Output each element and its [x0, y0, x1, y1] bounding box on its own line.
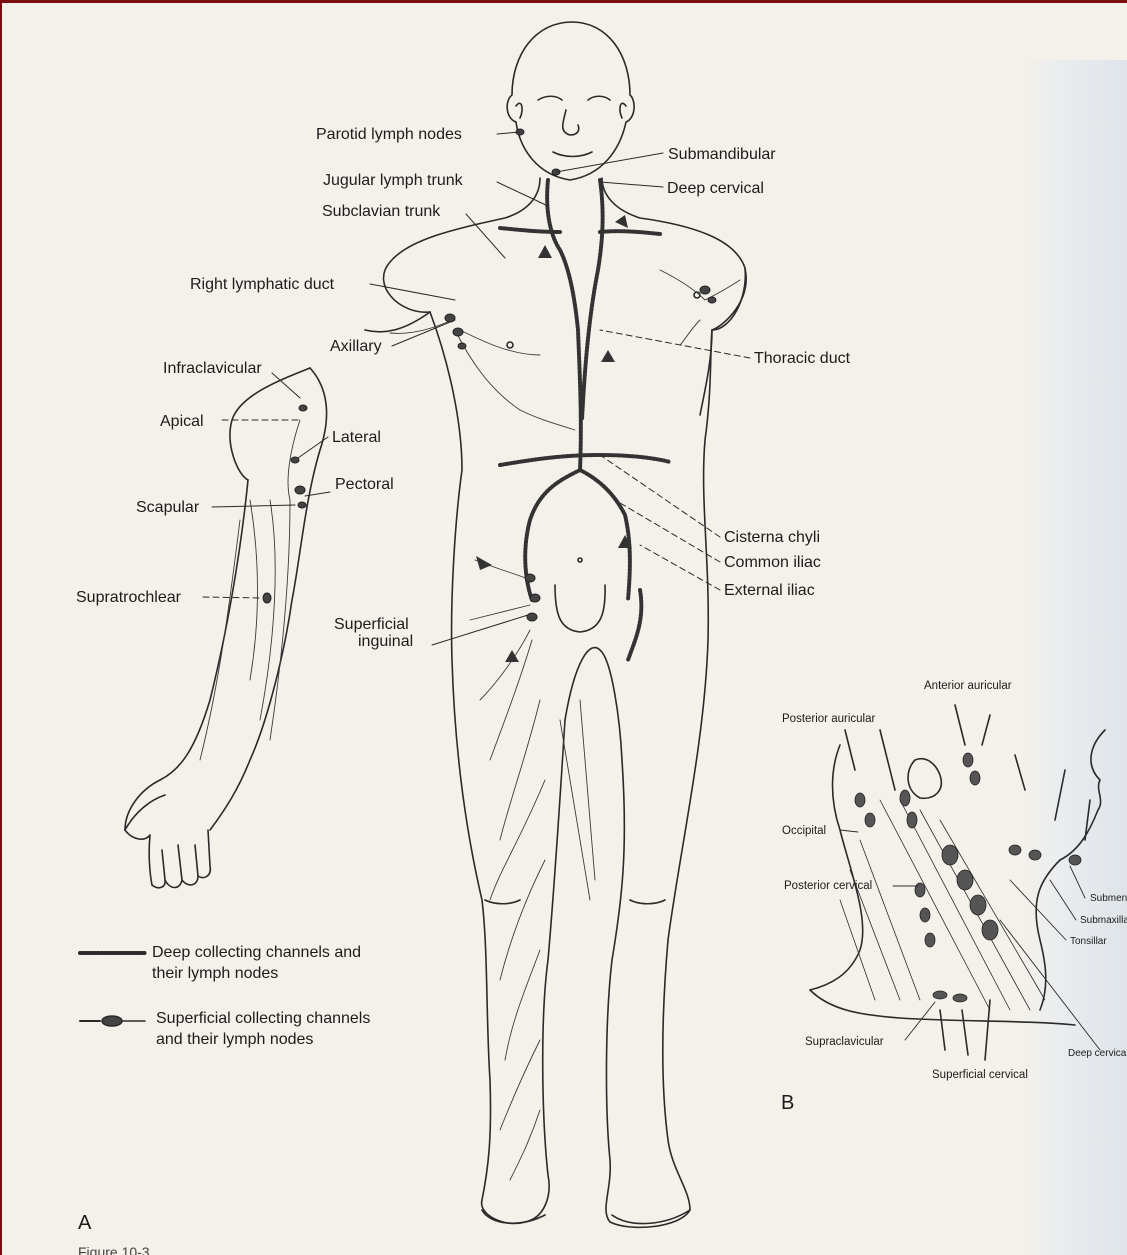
label-tonsillar: Tonsillar: [1070, 936, 1107, 948]
label-anterior-auricular: Anterior auricular: [924, 680, 1012, 693]
label-supratrochlear: Supratrochlear: [76, 588, 181, 607]
label-submental: Submental: [1090, 893, 1127, 905]
deep-channels: [500, 180, 670, 660]
label-infraclavicular: Infraclavicular: [163, 359, 262, 378]
legend-symbols: [80, 953, 145, 1026]
label-cisterna-chyli: Cisterna chyli: [724, 528, 820, 547]
legend-superficial-line1: Superficial collecting channels: [156, 1008, 370, 1029]
panel-letter-a: A: [78, 1212, 91, 1234]
label-superficial-inguinal-2: inguinal: [358, 632, 413, 651]
label-deep-cervical-a: Deep cervical: [667, 179, 764, 198]
label-submandibular: Submandibular: [668, 145, 776, 164]
legend-superficial-line2: and their lymph nodes: [156, 1029, 313, 1050]
label-external-iliac: External iliac: [724, 581, 815, 600]
label-supraclavicular: Supraclavicular: [805, 1036, 884, 1049]
label-submaxillary: Submaxillary: [1080, 915, 1127, 927]
legend-deep-line1: Deep collecting channels and: [152, 942, 361, 963]
flow-arrows: [476, 215, 632, 662]
label-subclavian-trunk: Subclavian trunk: [322, 202, 440, 221]
panel-letter-b: B: [781, 1092, 794, 1114]
label-common-iliac: Common iliac: [724, 553, 821, 572]
label-superficial-cervical: Superficial cervical: [932, 1069, 1028, 1082]
label-posterior-auricular: Posterior auricular: [782, 713, 875, 726]
label-lateral: Lateral: [332, 428, 381, 447]
label-occipital: Occipital: [782, 825, 826, 838]
label-scapular: Scapular: [136, 498, 199, 517]
label-posterior-cervical: Posterior cervical: [784, 880, 872, 893]
label-jugular-trunk: Jugular lymph trunk: [323, 171, 463, 190]
label-right-lymphatic-duct: Right lymphatic duct: [190, 275, 334, 294]
label-deep-cervical-b: Deep cervical: [1068, 1048, 1127, 1060]
label-apical: Apical: [160, 412, 204, 431]
figure-caption-fragment: Figure 10-3: [78, 1244, 150, 1255]
leader-lines-b: [840, 830, 1100, 1050]
label-axillary: Axillary: [330, 337, 382, 356]
label-thoracic-duct: Thoracic duct: [754, 349, 850, 368]
neck-node-dots: [855, 753, 1081, 1002]
label-parotid: Parotid lymph nodes: [316, 125, 462, 144]
legend-deep-line2: their lymph nodes: [152, 963, 278, 984]
label-pectoral: Pectoral: [335, 475, 394, 494]
leader-lines-a: [203, 132, 750, 645]
